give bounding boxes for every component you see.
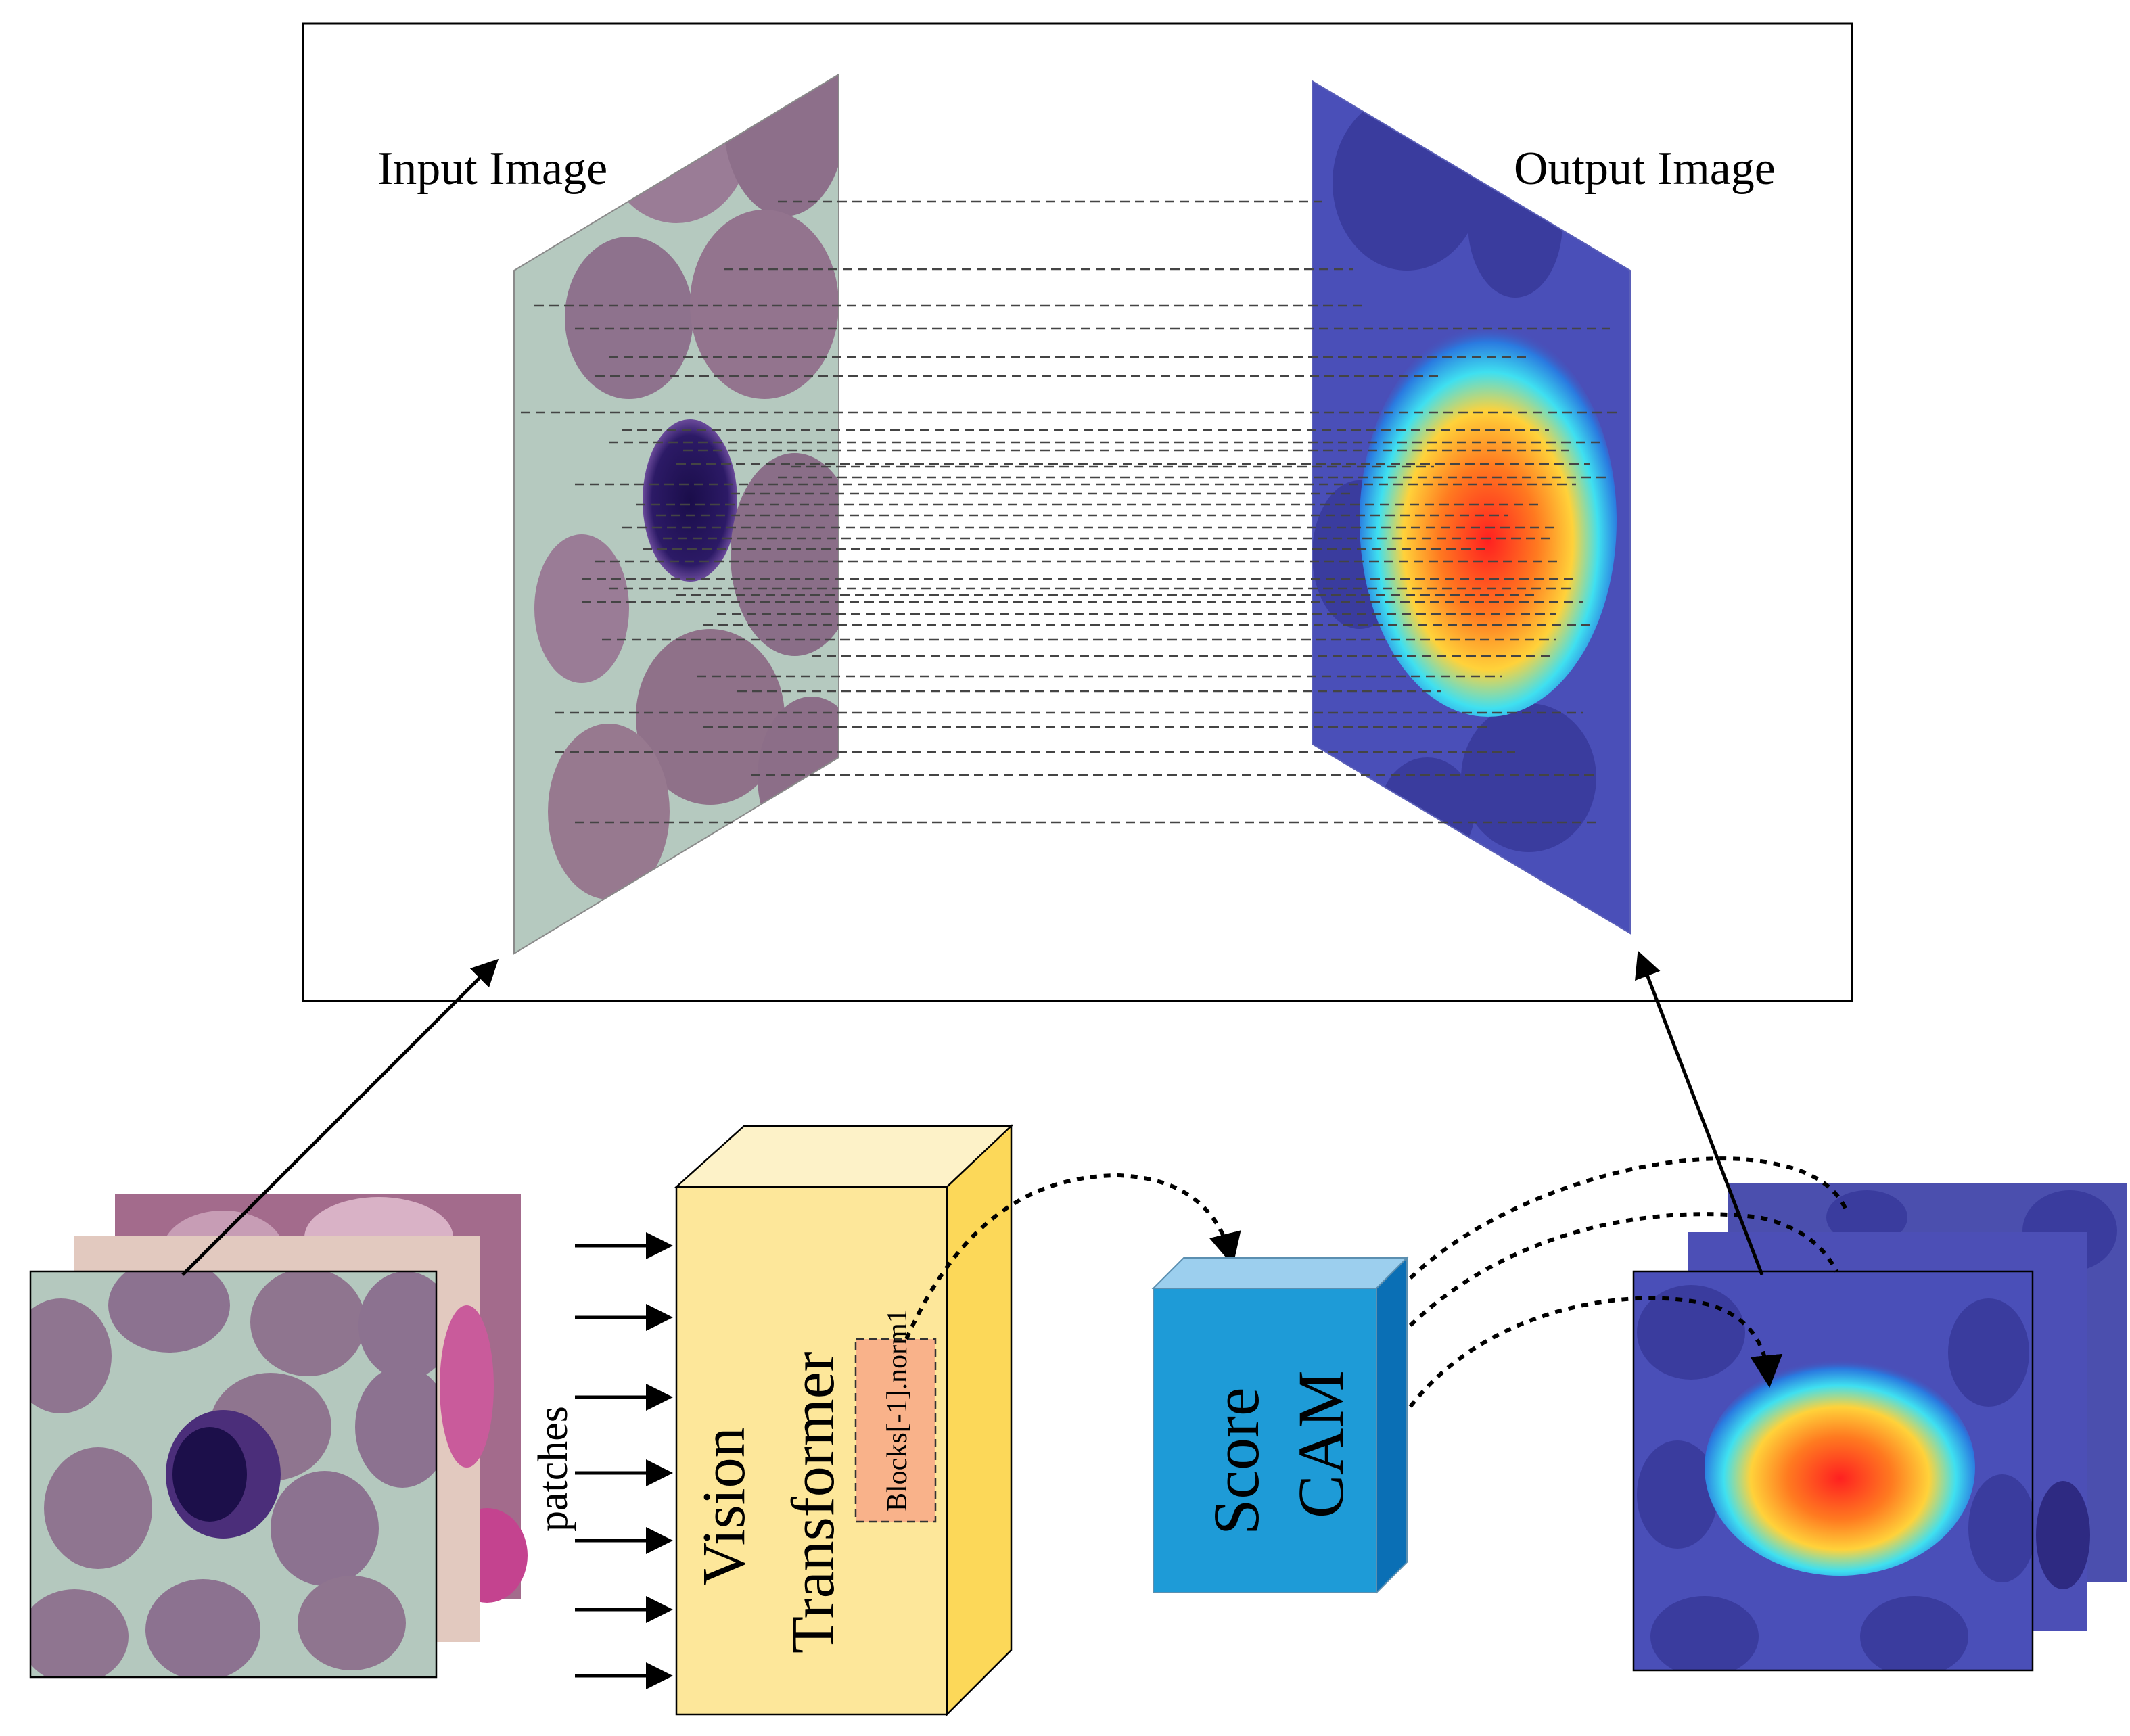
input-image-stack [29, 1194, 528, 1679]
vit-label-line1: Vision [691, 1427, 758, 1586]
input-image-label: Input Image [377, 143, 607, 195]
vision-transformer-block: Vision Transformer Blocks[-1].norm1 [674, 1124, 1014, 1717]
patch-arrows [575, 1232, 673, 1689]
output-image-plane [1312, 81, 1630, 933]
heatmap-stack-front [1634, 1271, 2033, 1670]
scorecam-side-face [1376, 1256, 1408, 1595]
output-heatmap-stack [1632, 1183, 2127, 1672]
input-stack-front [30, 1271, 436, 1677]
scorecam-front-face [1153, 1288, 1377, 1593]
scorecam-top-face [1151, 1257, 1409, 1289]
score-cam-block: Score CAM [1151, 1256, 1409, 1595]
scorecam-to-heatmap-connectors [1408, 1156, 1849, 1408]
top-panel-frame [302, 22, 1853, 1002]
vit-to-scorecam-connector [904, 1173, 1241, 1340]
scorecam-label-line2: CAM [1284, 1370, 1357, 1518]
patches-label: patches [530, 1406, 576, 1532]
input-to-plane-arrow [181, 958, 499, 1276]
block-norm-label: Blocks[-1].norm1 [882, 1309, 913, 1511]
scorecam-label-line1: Score [1200, 1387, 1272, 1535]
patch-correspondence-lines [521, 200, 1617, 824]
vit-label-line2: Transformer [780, 1351, 847, 1653]
heatmap-to-plane-arrow [1635, 950, 1764, 1275]
output-image-label: Output Image [1514, 143, 1776, 195]
vit-side-face [946, 1124, 1013, 1717]
block-norm-layer [854, 1338, 937, 1523]
